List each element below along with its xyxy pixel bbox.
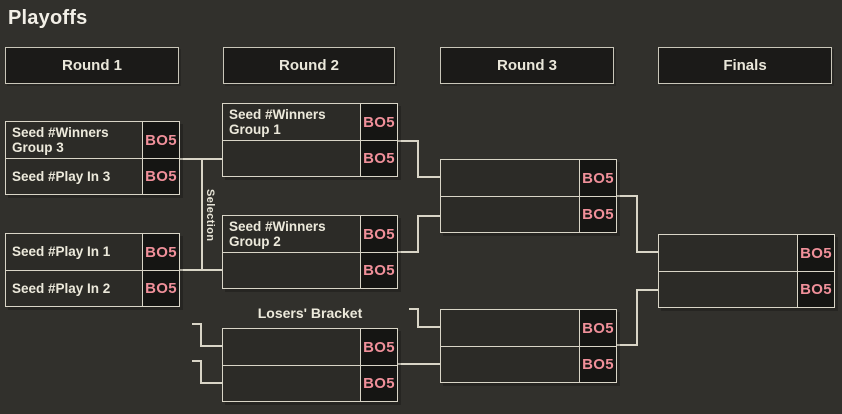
team-name (223, 141, 360, 176)
connector-line (200, 323, 202, 347)
round-header-3: Round 3 (440, 47, 614, 84)
round-header-label: Round 3 (497, 57, 557, 74)
team-name: Seed #Play In 1 (12, 244, 111, 260)
connector-line (201, 158, 203, 271)
team-name (441, 160, 579, 196)
connector-line (636, 289, 638, 346)
match-slot[interactable]: BO5 (441, 310, 616, 346)
match-slot[interactable]: BO5 (223, 140, 397, 176)
match-slot[interactable]: BO5 (441, 346, 616, 382)
team-name (659, 272, 797, 307)
bo5-badge: BO5 (360, 141, 397, 176)
round-header-label: Finals (723, 57, 767, 74)
match-slot[interactable]: BO5 (223, 329, 397, 365)
round-header-finals: Finals (658, 47, 832, 84)
match-losers-bracket: BO5 BO5 (222, 328, 398, 402)
connector-line (417, 176, 440, 178)
connector-line (636, 195, 638, 253)
match-slot[interactable]: BO5 (441, 160, 616, 196)
connector-line (200, 382, 222, 384)
bo5-badge: BO5 (360, 329, 397, 365)
team-name (441, 197, 579, 232)
team-name (223, 329, 360, 365)
connector-line (398, 140, 419, 142)
match-slot[interactable]: Seed #Play In 3 BO5 (6, 158, 179, 194)
match-slot[interactable]: Seed #Play In 2 BO5 (6, 270, 179, 306)
match-round1-2: Seed #Play In 1 BO5 Seed #Play In 2 BO5 (5, 233, 180, 307)
connector-line (398, 251, 419, 253)
bo5-badge: BO5 (360, 104, 397, 140)
team-name (223, 253, 360, 288)
round-header-label: Round 2 (279, 57, 339, 74)
bo5-badge: BO5 (360, 216, 397, 252)
team-name (441, 347, 579, 382)
match-slot[interactable]: Seed #Winners Group 2 BO5 (223, 216, 397, 252)
bo5-badge: BO5 (142, 159, 179, 194)
connector-line (192, 360, 202, 362)
match-slot[interactable]: BO5 (659, 271, 834, 307)
match-round2-2: Seed #Winners Group 2 BO5 BO5 (222, 215, 398, 289)
team-name: Seed #Winners Group 1 (229, 106, 326, 137)
connector-line (636, 251, 658, 253)
bo5-badge: BO5 (579, 347, 616, 382)
match-finals: BO5 BO5 (658, 234, 835, 308)
connector-line (200, 360, 202, 384)
match-slot[interactable]: BO5 (223, 252, 397, 288)
bo5-badge: BO5 (579, 160, 616, 196)
connector-line (417, 326, 440, 328)
connector-line (417, 215, 419, 253)
round-header-2: Round 2 (223, 47, 395, 84)
team-name (441, 310, 579, 346)
bo5-badge: BO5 (142, 271, 179, 306)
round-header-1: Round 1 (5, 47, 179, 84)
team-name (223, 366, 360, 401)
connector-line (200, 345, 222, 347)
match-round3-2: BO5 BO5 (440, 309, 617, 383)
bo5-badge: BO5 (360, 253, 397, 288)
bo5-badge: BO5 (797, 272, 834, 307)
match-slot[interactable]: BO5 (223, 365, 397, 401)
match-slot[interactable]: Seed #Winners Group 3 BO5 (6, 122, 179, 158)
team-name: Seed #Winners Group 2 (229, 218, 326, 249)
selection-label: Selection (204, 188, 216, 242)
bo5-badge: BO5 (142, 234, 179, 270)
connector-line (617, 195, 638, 197)
connector-line (192, 323, 202, 325)
team-name: Seed #Play In 3 (12, 168, 111, 184)
connector-line (409, 308, 419, 310)
match-slot[interactable]: BO5 (659, 235, 834, 271)
connector-line (398, 363, 440, 365)
connector-line (636, 289, 658, 291)
team-name: Seed #Winners Group 3 (12, 124, 109, 155)
connector-line (617, 344, 638, 346)
connector-line (417, 140, 419, 178)
bo5-badge: BO5 (579, 197, 616, 232)
bo5-badge: BO5 (360, 366, 397, 401)
bo5-badge: BO5 (797, 235, 834, 271)
connector-line (417, 215, 440, 217)
match-slot[interactable]: Seed #Winners Group 1 BO5 (223, 104, 397, 140)
match-slot[interactable]: Seed #Play In 1 BO5 (6, 234, 179, 270)
bo5-badge: BO5 (579, 310, 616, 346)
connector-line (417, 308, 419, 328)
losers-bracket-label: Losers' Bracket (257, 305, 363, 321)
match-round1-1: Seed #Winners Group 3 BO5 Seed #Play In … (5, 121, 180, 195)
match-round2-1: Seed #Winners Group 1 BO5 BO5 (222, 103, 398, 177)
bo5-badge: BO5 (142, 122, 179, 158)
match-round3-1: BO5 BO5 (440, 159, 617, 233)
match-slot[interactable]: BO5 (441, 196, 616, 232)
page-title: Playoffs (8, 7, 88, 29)
round-header-label: Round 1 (62, 57, 122, 74)
team-name (659, 235, 797, 271)
team-name: Seed #Play In 2 (12, 280, 111, 296)
